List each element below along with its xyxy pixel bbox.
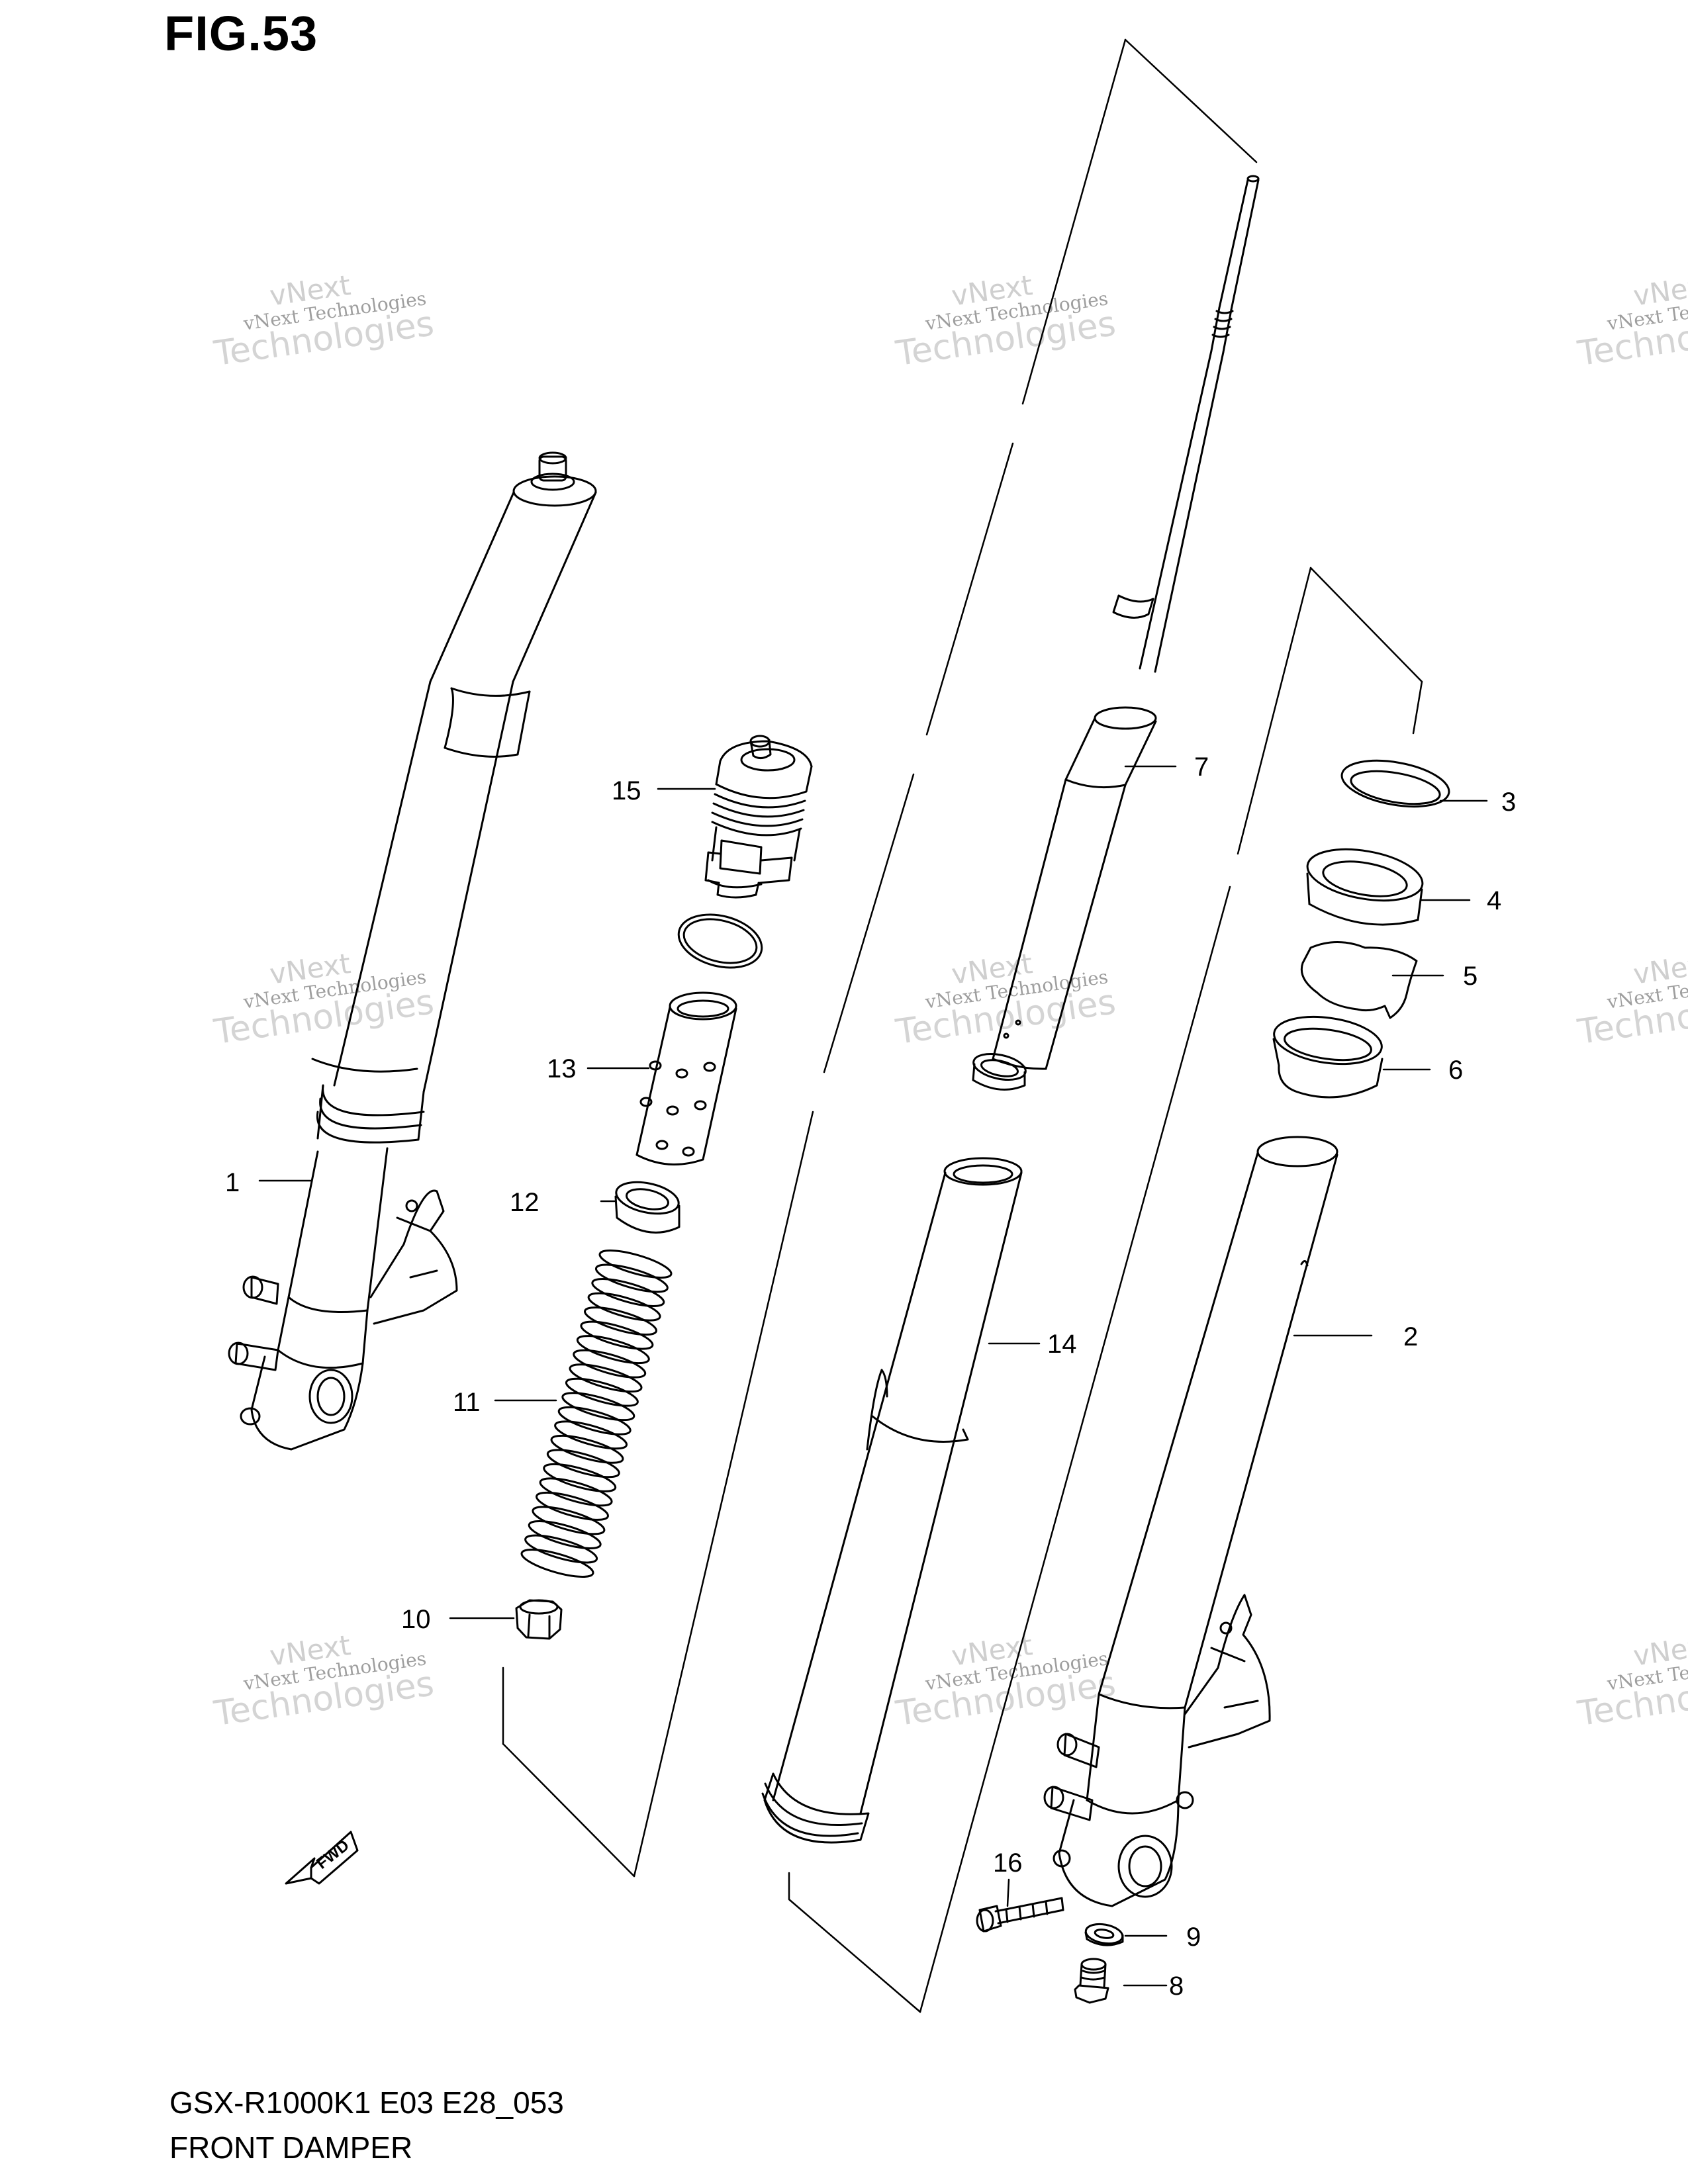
part-7-damper-rod xyxy=(992,175,1260,1070)
callout-5: 5 xyxy=(1463,962,1477,991)
spring-coil xyxy=(565,1377,639,1407)
spring-coil xyxy=(539,1477,613,1507)
callout-8: 8 xyxy=(1169,1972,1184,2001)
spring-coil xyxy=(528,1520,602,1549)
part-13-spacer xyxy=(635,991,737,1165)
part-16-bolt xyxy=(976,1897,1064,1933)
callout-6: 6 xyxy=(1448,1056,1463,1085)
spring-coil xyxy=(598,1250,673,1279)
spring-coil xyxy=(557,1406,632,1435)
part-10-nut xyxy=(515,1599,563,1640)
spring-coil xyxy=(554,1420,628,1450)
spring-coil xyxy=(543,1463,617,1492)
callout-16: 16 xyxy=(993,1848,1023,1878)
spring-coil xyxy=(580,1320,654,1350)
spring-coil xyxy=(594,1263,669,1293)
callout-4: 4 xyxy=(1487,886,1501,915)
spring-coil xyxy=(587,1292,661,1322)
part-15-cap-bolt xyxy=(704,735,813,899)
callout-15: 15 xyxy=(612,776,641,805)
callout-12: 12 xyxy=(510,1188,539,1217)
spring-coil xyxy=(591,1278,665,1307)
figure-name: FRONT DAMPER xyxy=(169,2130,413,2165)
model-code: GSX-R1000K1 E03 E28_053 xyxy=(169,2085,564,2120)
callout-3: 3 xyxy=(1501,788,1516,817)
part-5-clip xyxy=(1300,941,1418,1019)
spring-coil xyxy=(573,1349,647,1379)
callout-labels: 1 2 3 4 5 6 7 8 9 10 11 12 13 14 15 16 xyxy=(225,752,1516,2001)
part-4-oil-seal xyxy=(1306,848,1424,926)
part-9-washer xyxy=(1084,1923,1124,1946)
part-14-inner-tube xyxy=(761,1157,1023,1844)
part-2-outer-tube-right xyxy=(1043,1136,1338,1907)
explode-boundary-right xyxy=(788,567,1423,2013)
spring-coil xyxy=(576,1335,650,1365)
callout-14: 14 xyxy=(1047,1330,1077,1359)
callout-13: 13 xyxy=(547,1054,577,1083)
callout-7: 7 xyxy=(1194,752,1209,782)
callout-11: 11 xyxy=(453,1388,481,1417)
callout-10: 10 xyxy=(401,1605,431,1634)
part-12-spring-guide xyxy=(614,1181,680,1234)
leader-lines xyxy=(258,765,1488,1987)
part-6-dust-seal xyxy=(1272,1015,1383,1099)
callout-1: 1 xyxy=(225,1168,240,1197)
part-8-drain-bolt xyxy=(1074,1958,1109,2004)
part-11-spring xyxy=(520,1250,673,1578)
callout-2: 2 xyxy=(1403,1322,1418,1351)
spring-coil xyxy=(569,1363,643,1393)
spring-coil xyxy=(524,1534,598,1564)
o-ring xyxy=(677,913,763,969)
spring-coil xyxy=(536,1491,609,1521)
fwd-arrow-icon: FWD xyxy=(285,1831,359,1885)
explode-boundary-left xyxy=(502,38,1258,1878)
spring-coil xyxy=(550,1434,624,1464)
figure-title: FIG.53 xyxy=(164,6,318,61)
rod-seat-ring xyxy=(972,1053,1027,1091)
part-1-outer-tube xyxy=(228,451,597,1451)
spring-coil xyxy=(561,1392,635,1422)
part-3-ring xyxy=(1340,759,1450,808)
spring-coil xyxy=(520,1549,594,1578)
spring-coil xyxy=(584,1306,657,1336)
spring-coil xyxy=(546,1449,620,1479)
spring-coil xyxy=(532,1506,606,1535)
callout-9: 9 xyxy=(1186,1923,1201,1952)
